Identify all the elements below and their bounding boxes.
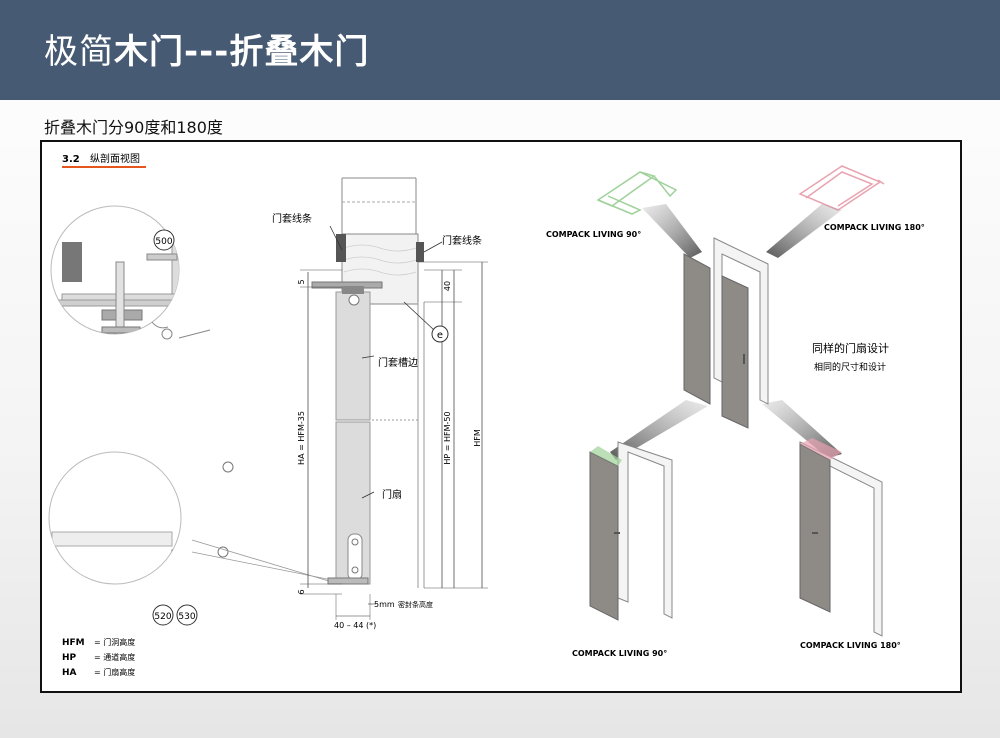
slide-title: 极简木门---折叠木门	[44, 24, 369, 73]
center-note-line2: 相同的尺寸和设计	[814, 361, 886, 373]
section-view	[300, 177, 488, 620]
detail-e-label: e	[437, 330, 443, 341]
label-frame-groove: 门套槽边	[378, 356, 418, 369]
legend-desc-hfm: = 门洞高度	[94, 637, 135, 647]
legend-code-hp: HP	[62, 653, 77, 663]
slide-title-plain: 极简	[44, 32, 114, 72]
model-label-bottom-left: COMPACK LIVING 90°	[572, 649, 667, 658]
beam-top-right	[766, 204, 842, 258]
label-door-leaf: 门扇	[382, 488, 402, 501]
slide-title-bold: 木门---折叠木门	[114, 32, 370, 72]
center-note-line1: 同样的门扇设计	[812, 341, 889, 355]
label-frame-trim-right: 门套线条	[442, 234, 482, 247]
detail-top	[50, 205, 211, 340]
legend-desc-hp: = 通道高度	[94, 652, 135, 662]
center-door-assembly	[683, 237, 769, 429]
model-label-top-left: COMPACK LIVING 90°	[546, 230, 641, 239]
dim-hfm: HFM	[473, 429, 482, 447]
beam-top-left	[642, 204, 702, 258]
model-label-top-right: COMPACK LIVING 180°	[824, 223, 925, 232]
legend: HFM = 门洞高度 HP = 通道高度 HA = 门扇高度	[62, 637, 135, 678]
detail-bottom	[48, 451, 234, 585]
detail-530-bubble	[176, 604, 198, 626]
dim-hp: HP = HFM-50	[443, 411, 452, 464]
title-bar: 极简木门---折叠木门	[0, 0, 1000, 100]
dim-6: 6	[297, 589, 306, 594]
dim-40: 40	[443, 281, 452, 291]
seal-height-text: 密封条高度	[398, 600, 433, 609]
section-number: 3.2	[62, 154, 80, 165]
detail-e-bubble	[431, 325, 449, 343]
detail-530-label: 530	[178, 612, 195, 622]
detail-520-label: 520	[154, 612, 171, 622]
diagram-90-top-view	[596, 171, 678, 215]
diagram-180-top-view	[798, 165, 885, 211]
dim-ha: HA = HFM-35	[297, 411, 306, 465]
model-label-bottom-right: COMPACK LIVING 180°	[800, 641, 901, 650]
detail-500-label: 500	[155, 237, 172, 247]
detail-520-bubble	[152, 604, 174, 626]
section-title: 纵剖面视图	[90, 152, 140, 165]
drawing-panel: 3.2 纵剖面视图 500	[40, 140, 962, 693]
door-180-bottom	[799, 438, 883, 637]
detail-500-bubble	[153, 229, 175, 251]
slide-subtitle: 折叠木门分90度和180度	[44, 118, 223, 137]
label-frame-trim-left: 门套线条	[272, 212, 312, 225]
legend-code-hfm: HFM	[62, 638, 85, 648]
door-90-bottom	[589, 441, 673, 621]
legend-code-ha: HA	[62, 668, 77, 678]
seal-5mm: 5mm	[374, 600, 395, 609]
width-dim: 40 – 44 (*)	[334, 621, 376, 630]
dim-5: 5	[297, 279, 306, 284]
technical-drawing: 3.2 纵剖面视图 500	[48, 152, 925, 678]
beam-bottom-left	[610, 400, 708, 460]
legend-desc-ha: = 门扇高度	[94, 667, 135, 677]
